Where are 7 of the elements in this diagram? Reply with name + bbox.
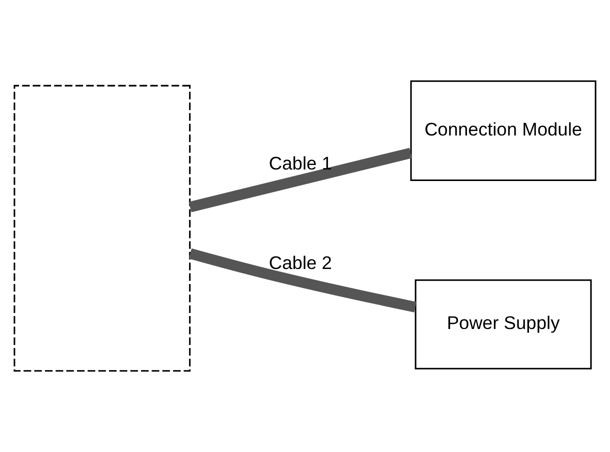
node-box: Connection Module (410, 80, 596, 181)
node-box: Power Supply (414, 279, 592, 370)
connector (188, 148, 412, 212)
node-box (14, 84, 191, 372)
connector (188, 248, 416, 312)
edge-label: Cable 1 (268, 152, 332, 174)
edge-label: Cable 2 (268, 252, 332, 273)
